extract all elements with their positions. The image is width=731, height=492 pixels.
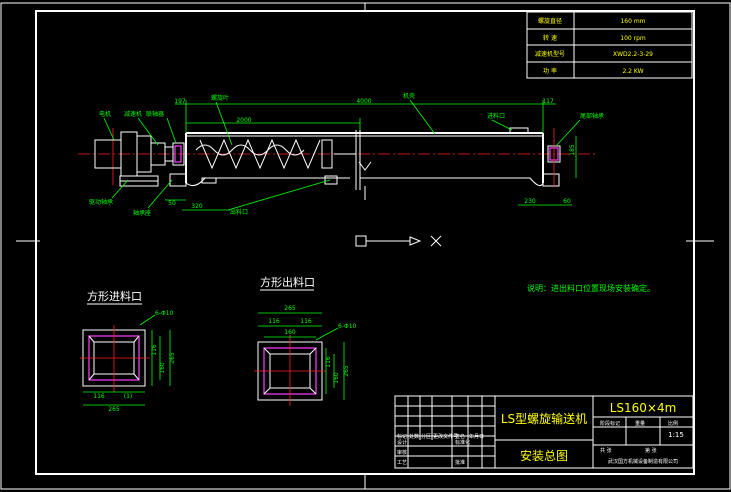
spec-label-reducer: 减速机型号	[535, 50, 565, 58]
dimension-lines	[165, 100, 577, 211]
label-reducer: 减速机	[124, 110, 142, 118]
company-name: 武汉国方机械设备制造有限公司	[608, 458, 678, 465]
outlet-dim-top-b: 116	[300, 318, 312, 325]
spec-value-power: 2.2 KW	[622, 68, 643, 75]
weight-label: 重量	[635, 420, 645, 427]
screw-flights	[195, 138, 356, 170]
label-tail-bearing: 尾部轴承	[580, 112, 604, 120]
row-label-approve: 批准	[455, 459, 465, 466]
outlet-hole-label: 6-Φ10	[338, 323, 357, 330]
outlet-dim-inner: 160	[284, 329, 296, 336]
label-coupling: 联轴器	[146, 110, 164, 118]
spec-value-diameter: 160 mm	[620, 18, 645, 25]
scale-value: 1:15	[668, 431, 684, 439]
conveyor-main-view: 4000 2000 197 117 320 230 60 185 50 电机 减…	[78, 92, 604, 217]
outlet-dim-side-b: 160	[333, 372, 340, 384]
stage-label: 阶段标记	[600, 420, 620, 427]
inlet-dim-bottom: 116	[93, 393, 105, 400]
outlet-dim-side-c: 265	[343, 365, 350, 377]
label-motor: 电机	[99, 110, 111, 118]
col-header-zone: 分区	[421, 433, 431, 440]
row-label-review: 审核	[397, 449, 407, 456]
model-code: LS160×4m	[610, 401, 677, 415]
outlet-title: 方形出料口	[260, 275, 315, 289]
sheet-total: 共 张	[600, 447, 612, 454]
spec-label-speed: 转 速	[543, 34, 557, 42]
dim-left-small: 50	[168, 200, 176, 207]
title-block: 标记 处数 分区 更改文件号 签名 年月日 设计 标准化 审核 工艺 批准 LS…	[394, 395, 694, 469]
label-drive-bearing: 驱动轴承	[89, 198, 113, 206]
label-outlet: 出料口	[230, 208, 248, 216]
spec-label-diameter: 螺旋直径	[538, 17, 562, 25]
dim-right-overhang: 117	[542, 98, 554, 105]
inlet-dim-width: 265	[108, 406, 120, 413]
sheet-number: 第 张	[645, 447, 657, 454]
outlet-dim-top-a: 116	[268, 318, 280, 325]
leader-lines	[103, 99, 581, 211]
row-label-standard: 标准化	[455, 439, 470, 446]
inlet-detail-view: 方形进料口 6-Φ10 116 (1) 265 116 160 265	[80, 289, 176, 413]
inlet-hole-label: 6-Φ10	[155, 310, 174, 317]
col-header-count: 处数	[409, 433, 419, 440]
drawing-name: 安装总图	[520, 448, 568, 463]
dim-total-length: 4000	[356, 98, 371, 105]
label-spiral: 螺旋叶	[211, 94, 229, 102]
col-header-date: 年月日	[469, 433, 484, 440]
dim-end-gap: 60	[563, 198, 571, 205]
support-marker	[358, 161, 372, 200]
label-casing: 机壳	[403, 92, 415, 100]
scale-label: 比例	[668, 420, 678, 427]
col-header-sign: 签名	[455, 433, 465, 440]
spec-value-reducer: XWD2.2-3-29	[613, 51, 653, 58]
spec-label-power: 功 率	[543, 67, 557, 75]
row-label-process: 工艺	[397, 460, 407, 466]
install-note: 说明：进出料口位置现场安装确定。	[527, 283, 655, 293]
col-header-mark: 标记	[397, 433, 407, 440]
dim-left-overhang: 197	[174, 98, 186, 105]
label-inlet: 进料口	[487, 112, 505, 120]
outlet-detail-view: 方形出料口 6-Φ10 265 116 116 160 116 160 265	[254, 275, 357, 406]
outlet-dim-side-a: 116	[325, 356, 332, 368]
title-block-grid	[395, 396, 495, 468]
inlet-dim-h3: 265	[169, 352, 176, 364]
row-label-design: 设计	[397, 439, 407, 446]
col-header-doc: 更改文件号	[433, 433, 458, 440]
motor	[94, 131, 166, 187]
label-bearing-seat: 轴承座	[133, 209, 151, 217]
spec-table: 螺旋直径 160 mm 转 速 100 rpm 减速机型号 XWD2.2-3-2…	[526, 11, 693, 79]
inlet-dim-h1: 116	[151, 344, 158, 356]
dim-body-height: 185	[569, 144, 576, 156]
dim-inlet-offset: 320	[191, 203, 203, 210]
outlet-dim-top: 265	[284, 305, 296, 312]
inlet-dim-bottom-2: (1)	[124, 393, 133, 400]
inlet-title: 方形进料口	[87, 289, 142, 303]
product-name: LS型螺旋输送机	[501, 411, 587, 426]
tail-bearing	[547, 128, 561, 186]
inlet-dim-h2: 160	[159, 362, 166, 374]
dim-screw-span: 2000	[236, 117, 251, 124]
spec-value-speed: 100 rpm	[620, 35, 646, 42]
coupling	[164, 142, 185, 166]
dim-outlet-width: 230	[524, 198, 536, 205]
casing	[169, 127, 560, 190]
